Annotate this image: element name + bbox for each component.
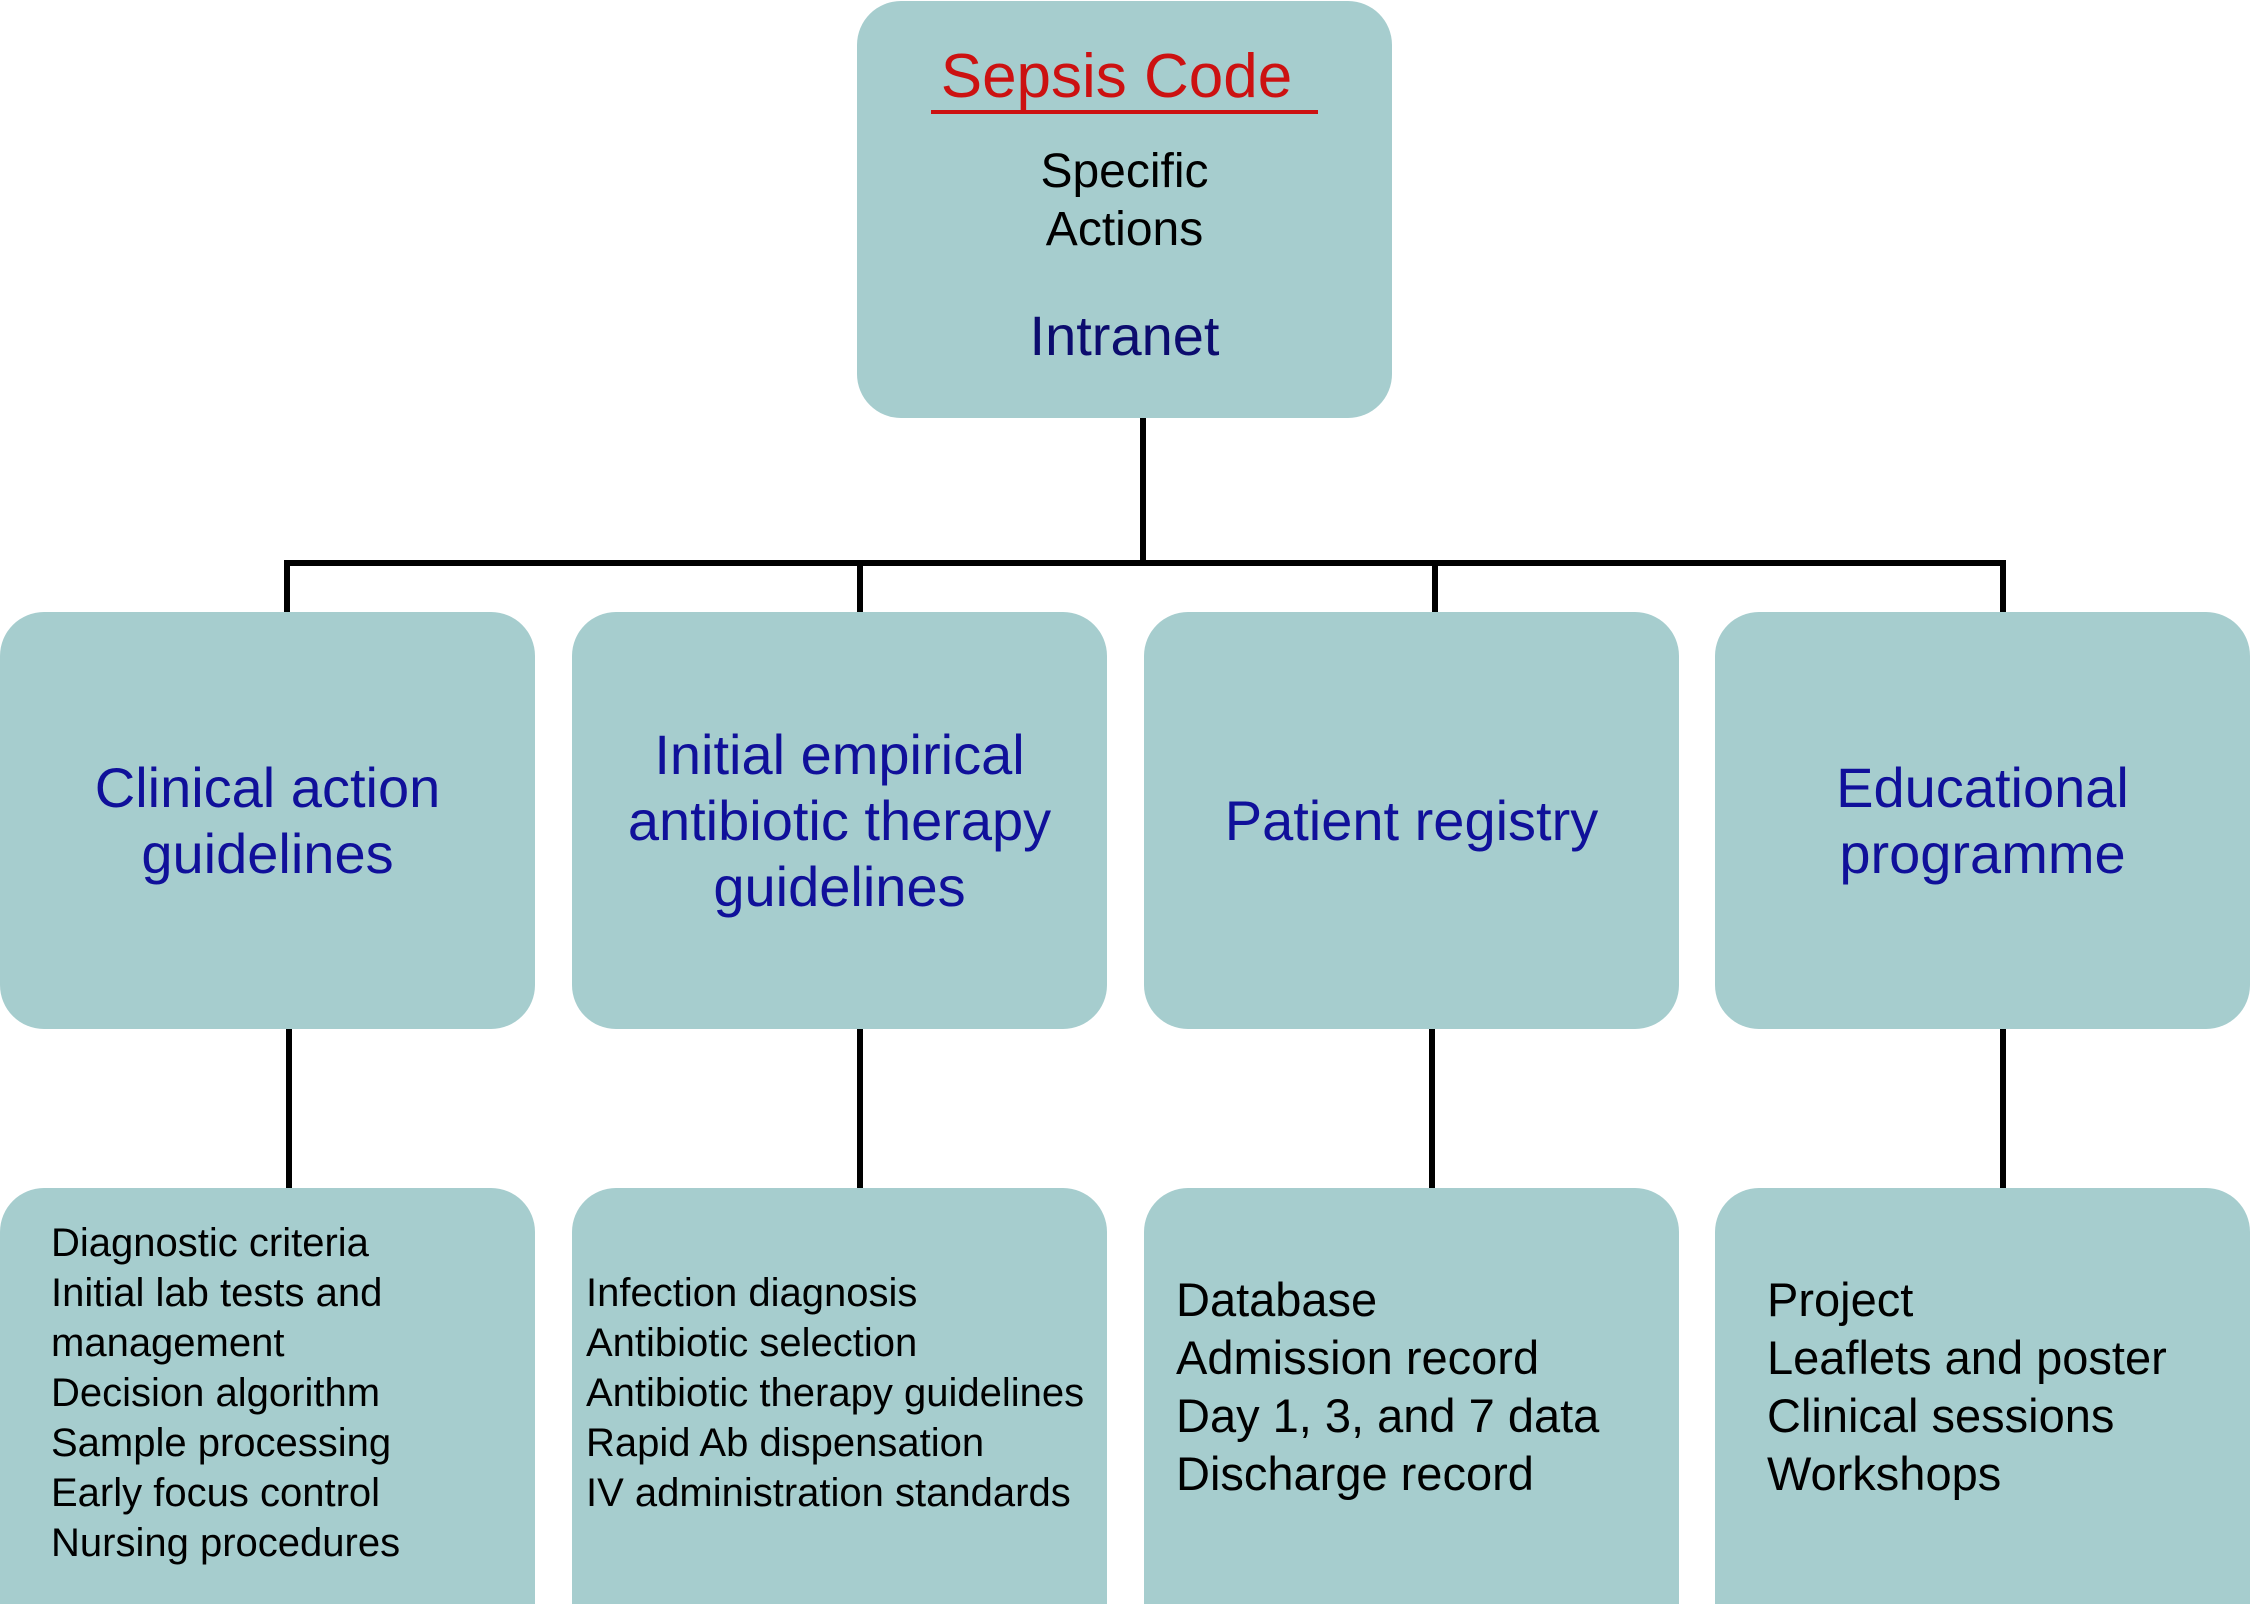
root-subtitle-line2: Actions: [1045, 203, 1204, 256]
list-item: Infection diagnosis: [586, 1271, 918, 1315]
list-item: Early focus control: [51, 1471, 381, 1515]
list-item: Workshops: [1767, 1447, 2002, 1500]
list-item: Sample processing: [51, 1421, 392, 1465]
detail-list: Infection diagnosis Antibiotic selection…: [586, 1268, 1084, 1518]
root-intranet-label: Intranet: [1029, 304, 1220, 367]
category-label: Initial empirical antibiotic therapy gui…: [627, 722, 1052, 918]
detail-list: Database Admission record Day 1, 3, and …: [1176, 1271, 1599, 1503]
detail-node-educational-programme: Project Leaflets and poster Clinical ses…: [1715, 1188, 2250, 1604]
list-item: IV administration standards: [586, 1471, 1071, 1515]
list-item: Diagnostic criteria: [51, 1221, 369, 1265]
root-subtitle: Specific Actions: [857, 143, 1392, 259]
detail-node-clinical-action: Diagnostic criteria Initial lab tests an…: [0, 1188, 535, 1604]
list-item: Antibiotic therapy guidelines: [586, 1371, 1085, 1415]
list-item: Nursing procedures: [51, 1521, 401, 1565]
category-label: Patient registry: [1224, 788, 1599, 852]
list-item: Decision algorithm: [51, 1371, 381, 1415]
detail-node-antibiotic-therapy: Infection diagnosis Antibiotic selection…: [572, 1188, 1107, 1604]
category-node-clinical-action: Clinical action guidelines: [0, 612, 535, 1029]
list-item: Leaflets and poster: [1767, 1331, 2167, 1384]
detail-list: Diagnostic criteria Initial lab tests an…: [51, 1218, 481, 1568]
root-title: Sepsis Code: [930, 44, 1319, 114]
root-node-sepsis-code: Sepsis Code Specific Actions Intranet: [857, 1, 1392, 418]
list-item: Day 1, 3, and 7 data: [1176, 1389, 1600, 1442]
list-item: Project: [1767, 1273, 1914, 1326]
category-node-educational-programme: Educational programme: [1715, 612, 2250, 1029]
list-item: Antibiotic selection: [586, 1321, 918, 1365]
list-item: Rapid Ab dispensation: [586, 1421, 985, 1465]
list-item: Discharge record: [1176, 1447, 1534, 1500]
category-label: Clinical action guidelines: [94, 755, 441, 885]
root-subtitle-line1: Specific: [1040, 145, 1209, 198]
category-node-patient-registry: Patient registry: [1144, 612, 1679, 1029]
list-item: Admission record: [1176, 1331, 1540, 1384]
category-label: Educational programme: [1836, 755, 2129, 885]
list-item: Clinical sessions: [1767, 1389, 2115, 1442]
category-node-antibiotic-therapy: Initial empirical antibiotic therapy gui…: [572, 612, 1107, 1029]
list-item: Initial lab tests and management: [51, 1271, 383, 1365]
list-item: Database: [1176, 1273, 1378, 1326]
detail-list: Project Leaflets and poster Clinical ses…: [1767, 1271, 2167, 1503]
detail-node-patient-registry: Database Admission record Day 1, 3, and …: [1144, 1188, 1679, 1604]
